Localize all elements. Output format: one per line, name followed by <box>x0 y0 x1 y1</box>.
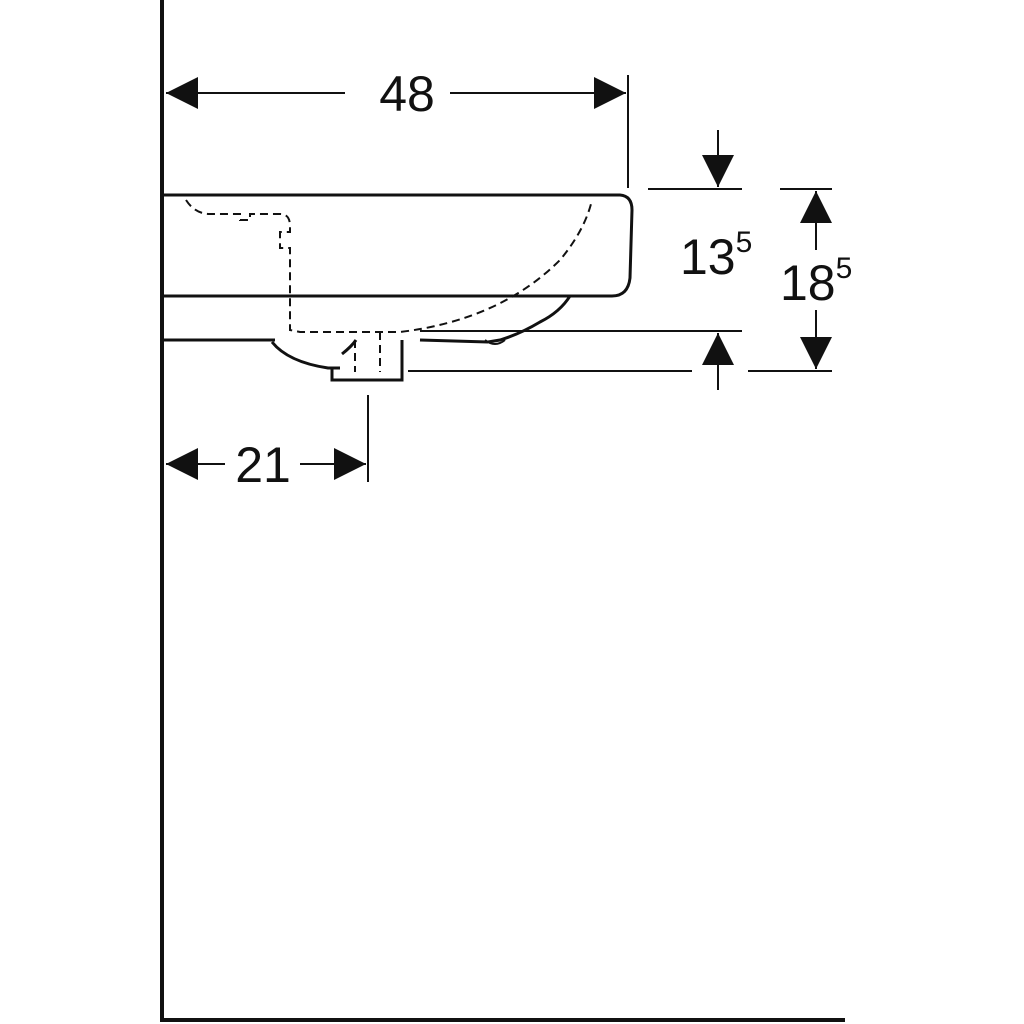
dimension-drain-offset-label: 21 <box>235 437 291 493</box>
dimension-bowl-height: 135 <box>420 130 752 390</box>
dimension-bowl-height-sup: 5 <box>736 226 753 259</box>
dimension-drain-offset: 21 <box>166 395 369 493</box>
dimension-width-label: 48 <box>379 66 435 122</box>
dimension-bowl-height-main: 13 <box>680 229 736 285</box>
dimension-total-height-main: 18 <box>780 255 836 311</box>
svg-text:185: 185 <box>780 252 852 311</box>
dimension-total-height-sup: 5 <box>836 252 853 285</box>
dimension-total-height: 185 <box>408 188 852 372</box>
dimension-width: 48 <box>166 66 629 188</box>
svg-text:135: 135 <box>680 226 752 285</box>
hidden-interior-lines <box>185 199 593 372</box>
sink-outline <box>164 193 634 382</box>
